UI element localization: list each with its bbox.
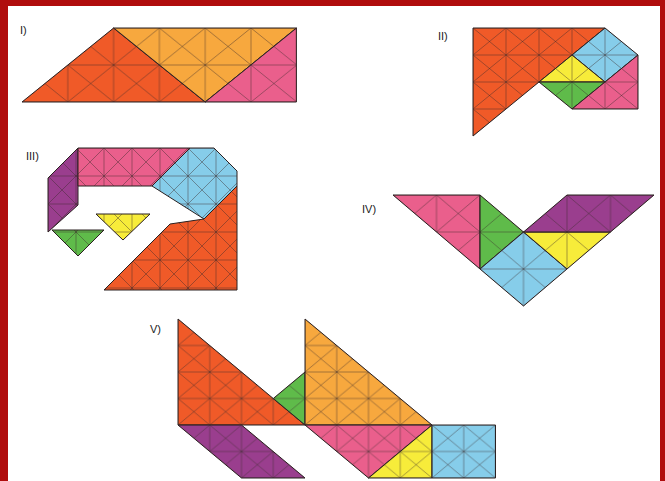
figure-label: I) — [20, 24, 27, 36]
figure-label: III) — [26, 150, 39, 162]
medium-triangle — [393, 195, 480, 269]
figure-label: II) — [438, 30, 448, 42]
grid-lines — [393, 195, 480, 269]
frame-bar — [0, 0, 8, 481]
grid-lines — [305, 319, 432, 425]
grid-lines — [114, 28, 297, 102]
grid-lines — [524, 195, 655, 232]
square-piece — [432, 425, 496, 478]
figure-label: IV) — [362, 203, 376, 215]
figure-two — [473, 28, 638, 136]
grid-lines — [305, 425, 432, 478]
figure-four — [393, 195, 654, 306]
grid-lines — [432, 425, 496, 478]
grid-lines — [273, 372, 305, 425]
parallelogram-piece — [48, 148, 78, 232]
figure-label: V) — [150, 323, 161, 335]
grid-lines — [178, 319, 305, 425]
grid-lines — [369, 425, 433, 478]
medium-triangle — [305, 425, 432, 478]
small-triangle — [96, 214, 150, 240]
grid-lines — [178, 425, 305, 478]
grid-lines — [52, 230, 104, 256]
parallelogram-piece — [524, 195, 655, 232]
figure-five — [178, 319, 496, 478]
frame-bar — [660, 0, 665, 481]
grid-lines — [48, 148, 78, 232]
grid-lines — [572, 55, 638, 109]
figure-three — [48, 148, 237, 290]
grid-lines — [96, 214, 150, 240]
large-triangle — [305, 319, 432, 425]
grid-lines — [104, 186, 237, 290]
small-triangle — [52, 230, 104, 256]
grid-lines — [524, 232, 611, 269]
figure-one — [22, 28, 296, 102]
grid-lines — [205, 28, 296, 102]
parallelogram-piece — [178, 425, 305, 478]
grid-lines — [539, 55, 605, 82]
frame-bar — [0, 0, 665, 6]
large-triangle — [178, 319, 305, 425]
